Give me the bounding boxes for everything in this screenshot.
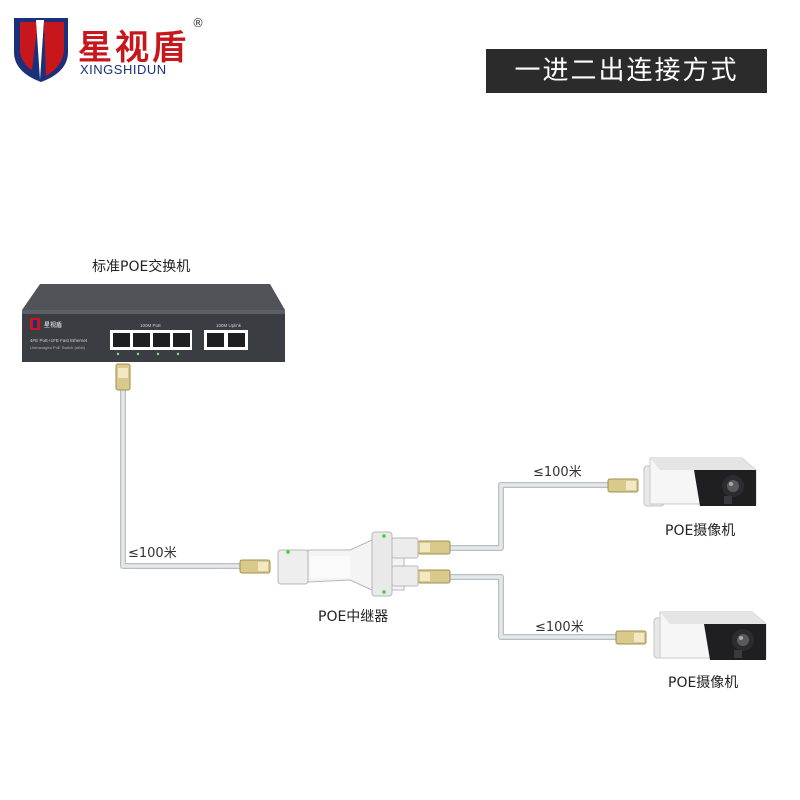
cable-repeater-to-camera-2 — [447, 574, 625, 640]
registered-mark: ® — [192, 16, 204, 30]
switch-uplink-ports — [204, 330, 248, 350]
distance-label-repeater-to-camera-1: ≤100米 — [533, 465, 582, 480]
switch-uplink-group-label: 100M Uplink — [216, 323, 242, 328]
camera-2-label: POE摄像机 — [668, 675, 739, 691]
camera-1-label: POE摄像机 — [665, 523, 736, 539]
rj45-plug-repeater-out-1 — [417, 540, 451, 555]
shield-logo-icon — [14, 18, 68, 82]
brand-name: 星视盾 — [78, 28, 189, 68]
switch-label: 标准POE交换机 — [92, 259, 191, 275]
brand-name-en: XINGSHIDUN — [80, 62, 167, 77]
distance-label-switch-to-repeater: ≤100米 — [128, 546, 177, 561]
poe-camera-1 — [643, 457, 757, 507]
repeater-label: POE中继器 — [318, 609, 389, 625]
poe-switch: 星视盾 4FE PoE+1FE Fast Ethernet Unmanaged … — [22, 284, 285, 362]
rj45-plug-camera-2 — [615, 630, 647, 645]
brand-logo — [10, 14, 210, 84]
rj45-plug-switch — [115, 363, 131, 391]
switch-panel-text-1: 4FE PoE+1FE Fast Ethernet — [30, 338, 88, 343]
switch-panel-text-2: Unmanaged PoE Switch (af/at) — [30, 345, 86, 350]
switch-brand-text: 星视盾 — [44, 321, 62, 329]
rj45-plug-repeater-in — [239, 559, 271, 574]
rj45-plug-repeater-out-2 — [417, 569, 451, 584]
poe-repeater — [277, 531, 419, 597]
distance-label-repeater-to-camera-2: ≤100米 — [535, 620, 584, 635]
switch-poe-ports — [110, 330, 192, 350]
switch-mini-logo-icon — [30, 318, 40, 330]
cable-repeater-to-camera-1 — [447, 482, 615, 551]
cable-switch-to-repeater — [120, 369, 248, 569]
rj45-plug-camera-1 — [607, 478, 639, 493]
switch-poe-group-label: 100M PoE — [140, 323, 161, 328]
poe-camera-2 — [653, 611, 767, 660]
page-title: 一进二出连接方式 — [486, 49, 767, 93]
